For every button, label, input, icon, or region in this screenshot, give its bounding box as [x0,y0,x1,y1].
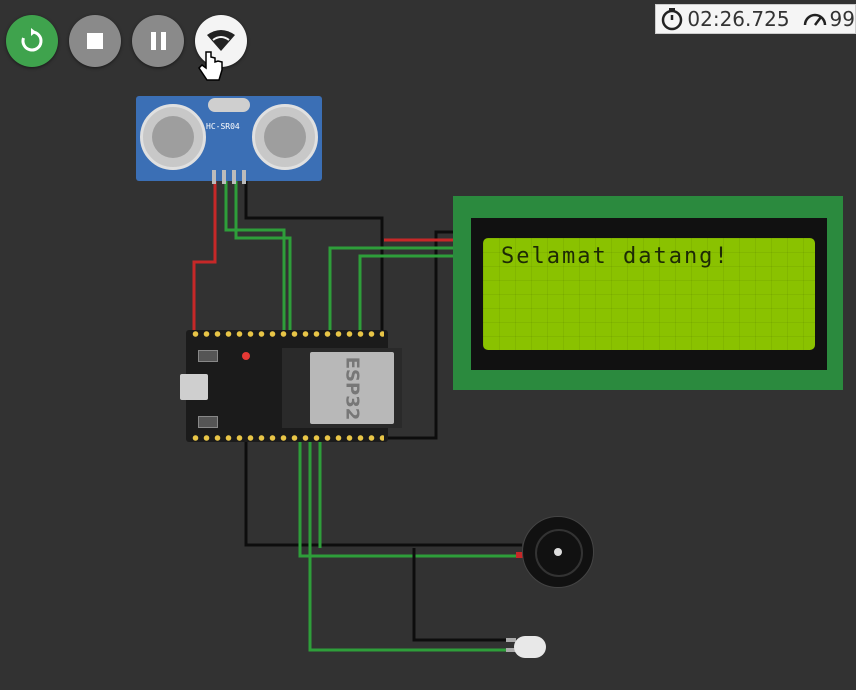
wire-buzzer-gnd [244,440,522,547]
pause-button[interactable] [132,15,184,67]
wire-led-sig [308,442,514,652]
sensor-crystal [208,98,250,112]
wifi-button[interactable] [195,15,247,67]
wire-sensor-gnd [244,180,384,334]
sensor-model-label: HC-SR04 [206,122,240,131]
stop-button[interactable] [69,15,121,67]
reset-button[interactable] [198,416,218,428]
simulation-toolbar [6,15,247,67]
simulation-speed: 99 [829,7,855,31]
usb-port [180,374,208,400]
restart-icon [21,28,43,52]
pin-header-top[interactable] [190,330,384,338]
restart-button[interactable] [6,15,58,67]
pin-header-bottom[interactable] [190,434,384,442]
wire-sensor-echo [234,180,292,334]
lcd-line-1: Selamat datang! [501,244,730,269]
wire-lcd-gnd [388,230,456,440]
hand-cursor-icon [198,51,223,81]
sensor-pin[interactable] [212,170,216,184]
speedometer-icon [803,13,826,26]
lcd-display[interactable]: Selamat datang! [453,196,843,390]
stop-icon [87,33,103,49]
buzzer[interactable] [522,516,594,588]
wifi-icon [207,30,235,51]
wire-lcd-scl [358,254,456,336]
wire-buzzer-sig [298,442,522,558]
wire-sensor-vcc [192,180,217,334]
simulation-timer: 02:26.725 [687,7,790,31]
esp32-label: ESP32 [341,356,363,420]
sensor-transmitter [140,104,206,170]
sensor-pin[interactable] [222,170,226,184]
status-bar: 02:26.725 99 [655,4,856,34]
ultrasonic-sensor[interactable]: HC-SR04 [136,96,322,184]
esp32-board[interactable]: ESP32 [180,330,402,442]
stopwatch-icon [662,8,683,31]
led[interactable] [514,636,546,658]
boot-button[interactable] [198,350,218,362]
wire-lcd-sda [328,246,456,336]
wire-led-gnd [412,548,514,642]
lcd-screen [483,238,815,350]
esp32-shield: ESP32 [310,352,394,424]
sensor-pin[interactable] [232,170,236,184]
sensor-pin[interactable] [242,170,246,184]
sensor-receiver [252,104,318,170]
power-led [242,352,250,360]
wire-sensor-trig [224,180,286,334]
pause-icon [150,32,166,50]
